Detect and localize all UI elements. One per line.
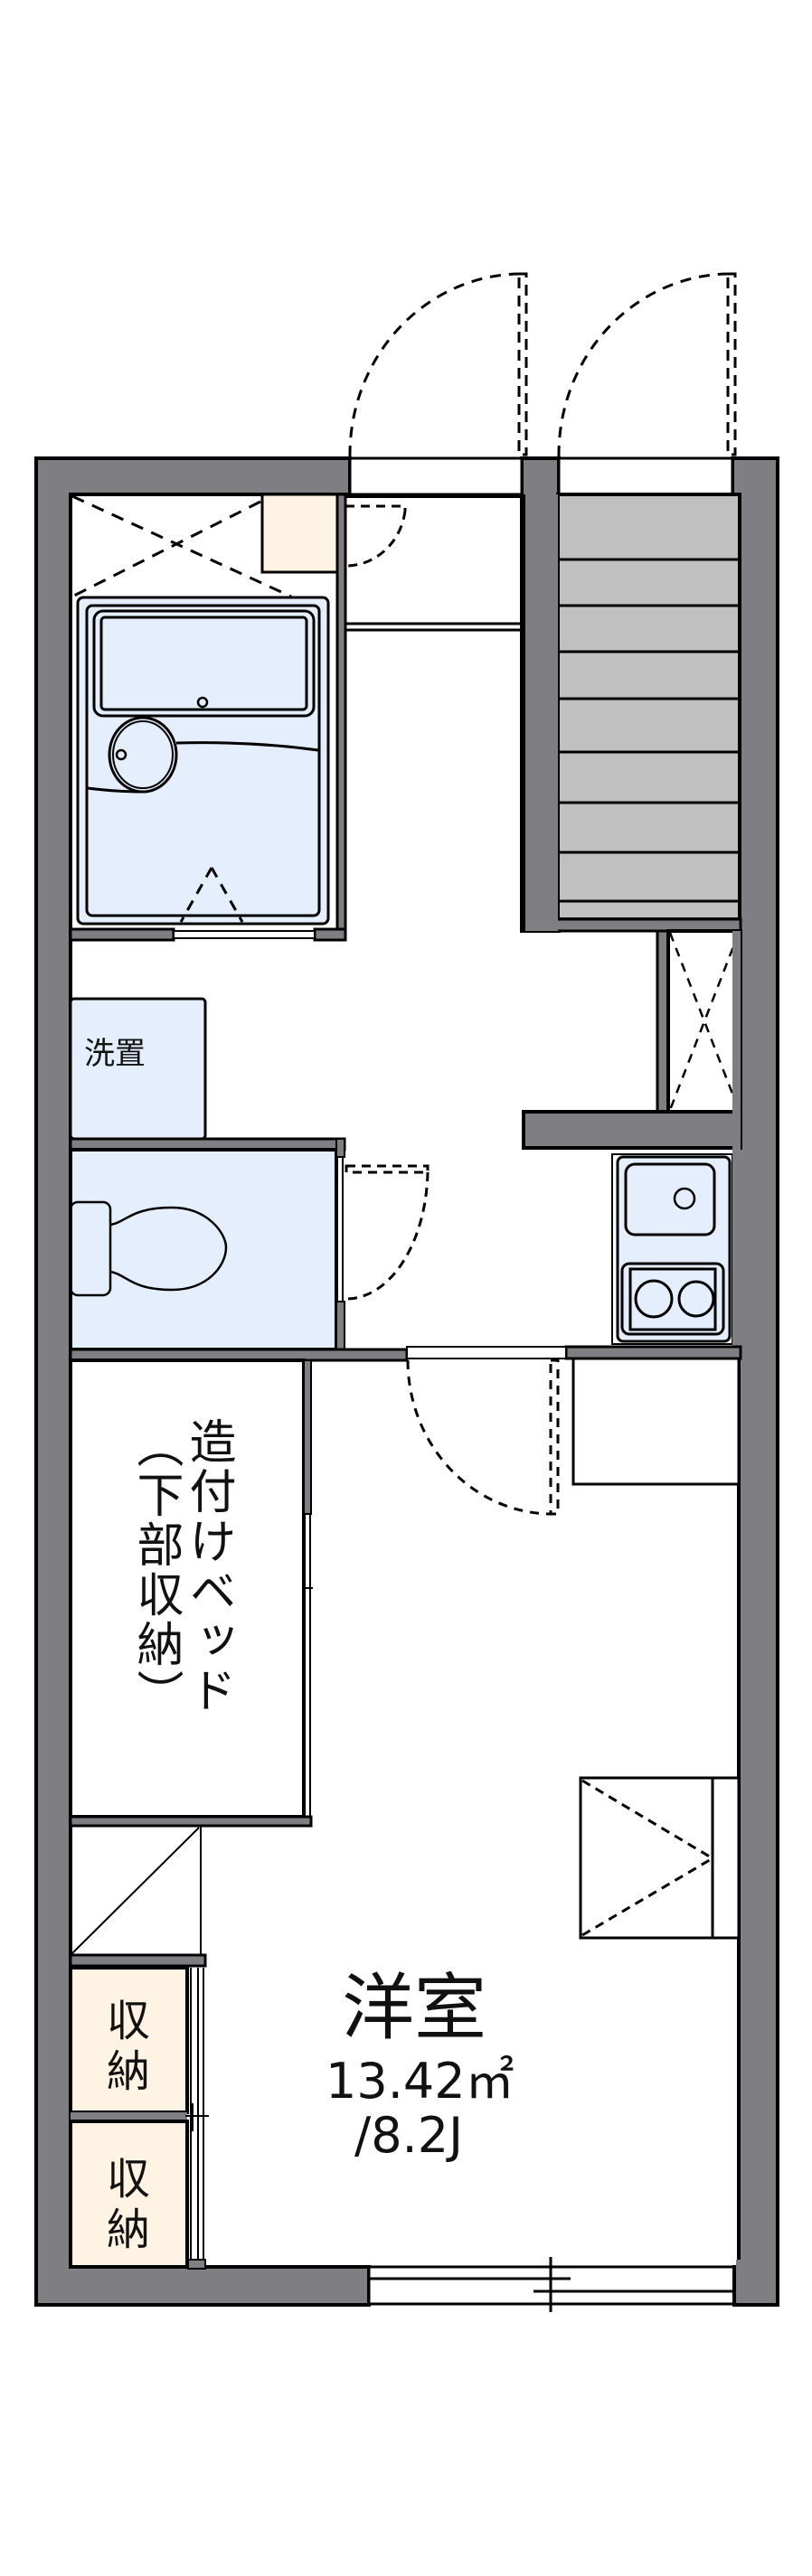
- closet-unit: [579, 1776, 741, 1940]
- bed-bottom-wall: [69, 1815, 313, 1828]
- stair-door-swing: [557, 272, 737, 457]
- storage-1-label-a: 収納: [99, 1998, 149, 2099]
- built-in-bed-label: 造付けベッド: [181, 1417, 235, 1716]
- bed-right-wall: [303, 1359, 312, 1515]
- small-closet: [69, 1826, 202, 1955]
- bath-bottom-wall-right: [313, 927, 347, 942]
- shoe-box: [260, 493, 339, 574]
- unit-bath: [76, 596, 330, 926]
- kitchen-unit: [611, 1153, 733, 1345]
- storage-2-label-a: 収納: [99, 2156, 149, 2257]
- room-door-swing: [406, 1359, 560, 1516]
- bath-right-wall: [335, 493, 347, 942]
- bath-anteroom-door: [345, 504, 407, 568]
- toilet-right-wall-top: [335, 1138, 345, 1158]
- staircase: [556, 493, 741, 921]
- washer-label: 洗置: [84, 1036, 146, 1072]
- room-door-threshold: [406, 1346, 567, 1359]
- kitchen-top-wall: [522, 1110, 742, 1150]
- storage-divider: [71, 2112, 187, 2121]
- storage-top-wall: [69, 1953, 207, 1968]
- balcony-window: [367, 2257, 736, 2312]
- room-top-wall-right: [564, 1345, 742, 1360]
- storage-2: [69, 2120, 189, 2269]
- fridge-space: [571, 1357, 741, 1486]
- storage-sliding-door: [185, 1968, 209, 2267]
- bed-sliding-door: [302, 1514, 313, 1817]
- bath-ceiling-x: [71, 494, 292, 598]
- entrance-door-swing: [348, 272, 528, 457]
- room-name: 洋室: [342, 1966, 486, 2050]
- toilet-right-wall-bottom: [335, 1301, 345, 1357]
- room-jo: /8.2J: [354, 2107, 463, 2164]
- bath-bottom-wall-left: [69, 927, 175, 942]
- room-area: 13.42㎡: [326, 2053, 515, 2110]
- toilet-door-swing: [345, 1164, 430, 1301]
- bath-door-threshold: [173, 930, 316, 939]
- toilet-fixture: [69, 1200, 228, 1297]
- toilet-room: [69, 1148, 338, 1351]
- built-in-bed-sublabel: （下部収納）: [128, 1421, 183, 1719]
- entrance-step: [345, 622, 524, 632]
